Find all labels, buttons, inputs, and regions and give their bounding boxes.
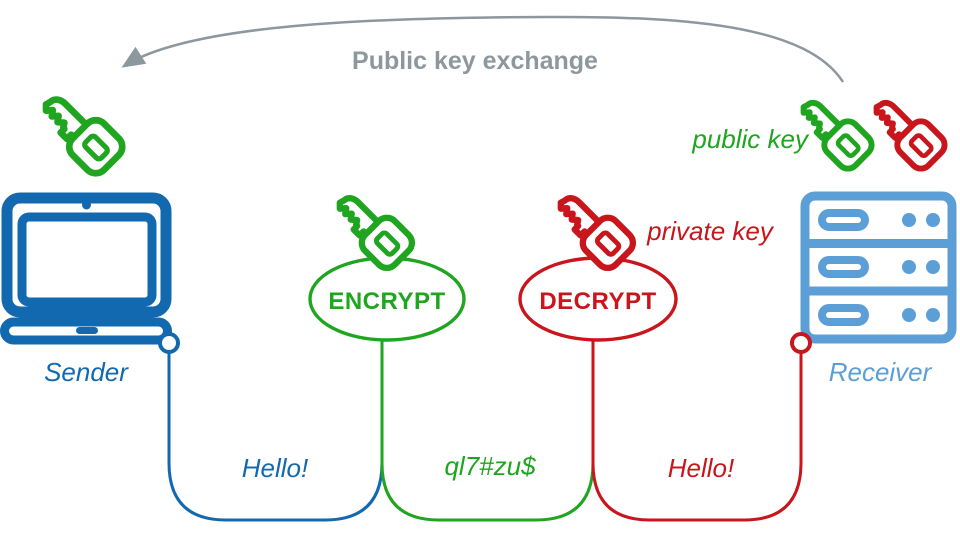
receiver-connector [790, 332, 812, 354]
decrypt-label: DECRYPT [539, 288, 657, 315]
receiver-label: Receiver [828, 357, 932, 387]
decrypt-private-key-icon [549, 184, 637, 272]
message-ciphertext: ql7#zu$ [444, 451, 536, 481]
encrypt-label: ENCRYPT [328, 288, 446, 315]
exchange-title: Public key exchange [352, 47, 598, 75]
receiver-private-key-icon [866, 90, 949, 173]
laptop-camera-dot [82, 200, 91, 210]
sender-connector [158, 332, 180, 354]
message-receiver-plaintext: Hello! [667, 453, 735, 483]
message-sender-plaintext: Hello! [241, 453, 309, 483]
laptop-notch [76, 327, 98, 334]
sender-label: Sender [44, 357, 128, 387]
flow-line-receiver-plaintext [591, 338, 803, 522]
sender-public-key-icon [34, 85, 127, 178]
curved-arrow-left-icon [121, 15, 845, 83]
server-led-dots [902, 213, 940, 322]
flow-line-ciphertext [380, 338, 595, 522]
flow-line-sender-plaintext [167, 350, 384, 522]
private-key-label: private key [647, 216, 773, 246]
laptop-icon [0, 192, 172, 345]
server-icon [800, 191, 957, 344]
public-key-label: public key [692, 124, 808, 154]
encrypt-public-key-icon [328, 184, 416, 272]
